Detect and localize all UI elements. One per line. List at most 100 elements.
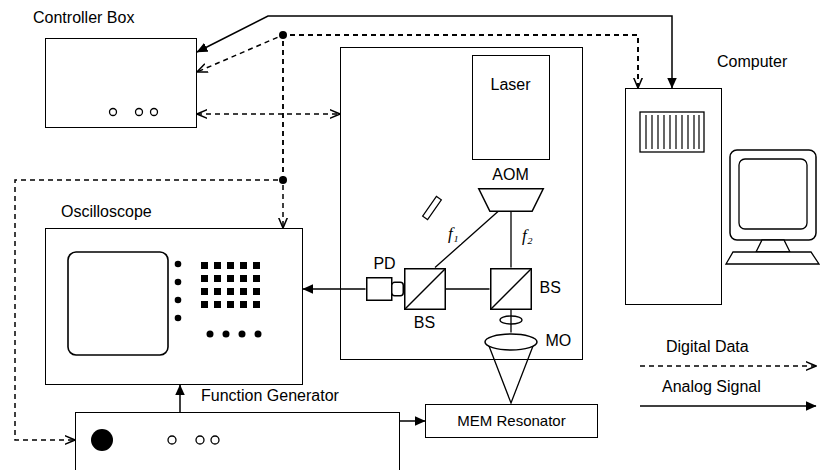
- label-holder: f₁: [446, 224, 461, 244]
- monitor: [730, 150, 816, 240]
- knob: [136, 109, 143, 116]
- objective-lens: [485, 334, 537, 350]
- function-generator: Function Generator: [75, 412, 400, 470]
- analog-signal-line: [303, 288, 366, 290]
- button-square: [201, 301, 208, 308]
- focus-cone: [489, 346, 533, 403]
- controller-box-label: Controller Box: [33, 9, 134, 27]
- knob: [196, 436, 204, 444]
- label-holder: f₂: [520, 226, 535, 246]
- controller-box: Controller Box: [45, 38, 197, 128]
- monitor-screen: [739, 159, 807, 229]
- acousto-optic-modulator-outline: [478, 188, 544, 212]
- mem-resonator: MEM Resonator: [425, 404, 598, 438]
- cube-outline: [490, 268, 531, 309]
- microscope-objective-label: MO: [546, 332, 572, 350]
- text-holder: Function Generator: [201, 387, 339, 405]
- button-square: [214, 301, 221, 308]
- text-holder: Oscilloscope: [61, 203, 152, 221]
- analog-signal-line: [400, 420, 425, 422]
- laser-beam: [510, 212, 511, 268]
- button-square: [227, 275, 234, 282]
- laser-beam: [435, 212, 498, 268]
- acousto-optic-modulator-label: AOM: [492, 166, 528, 184]
- button-square: [214, 288, 221, 295]
- text-holder: AOM: [492, 166, 528, 184]
- laser-beam: [446, 288, 490, 289]
- button-dot: [239, 331, 246, 338]
- button-square: [253, 301, 260, 308]
- detector-body: [366, 277, 391, 300]
- modulator-shape: [478, 188, 543, 211]
- knob: [168, 436, 176, 444]
- cube-outline: [404, 268, 445, 309]
- text-holder: Laser: [473, 76, 549, 94]
- button-square: [227, 262, 234, 269]
- frequency-label: f₂: [520, 226, 535, 246]
- button-dot: [175, 297, 182, 304]
- analog-signal-line: [179, 385, 181, 412]
- button-square: [240, 288, 247, 295]
- drive-panel: [640, 112, 704, 152]
- button-square: [240, 275, 247, 282]
- panel-slots: [646, 115, 699, 149]
- knob: [211, 436, 219, 444]
- button-square: [253, 288, 260, 295]
- keyboard: [726, 252, 819, 264]
- button-dot: [255, 331, 262, 338]
- knob: [151, 109, 158, 116]
- mem-resonator-label: MEM Resonator: [457, 412, 565, 429]
- button-square: [240, 301, 247, 308]
- knob: [110, 109, 117, 116]
- beam-splitter: BS: [490, 268, 532, 310]
- button-dot: [175, 261, 182, 268]
- text-holder: MEM Resonator: [426, 412, 597, 430]
- detector-window: [391, 282, 403, 295]
- mirror: [423, 196, 442, 219]
- button-square: [227, 288, 234, 295]
- acousto-optic-modulator: AOM: [478, 188, 544, 212]
- button-square: [253, 262, 260, 269]
- digital-data-line: [197, 113, 340, 115]
- frequency-label: f₁: [446, 224, 461, 244]
- text-holder: MO: [546, 332, 572, 350]
- laser-label: Laser: [490, 76, 530, 94]
- legend-label: Analog Signal: [662, 378, 761, 396]
- computer-tower-label: Computer: [717, 53, 787, 71]
- function-generator-label: Function Generator: [201, 387, 339, 405]
- digital-data-line: [15, 35, 638, 440]
- microscope-objective-outline: [484, 333, 538, 351]
- button-square: [201, 275, 208, 282]
- legend-label: Digital Data: [666, 338, 749, 356]
- cube-diagonal: [490, 268, 531, 309]
- beam-splitter-outline: [490, 268, 532, 310]
- button-square: [214, 275, 221, 282]
- legend-entry: Digital Data: [666, 338, 749, 356]
- computer-tower: Computer: [625, 88, 722, 305]
- digital-data-line: [197, 35, 638, 88]
- legend-entry: Analog Signal: [662, 378, 761, 396]
- text-holder: Computer: [717, 53, 787, 71]
- photodetector-outline: [366, 277, 404, 301]
- text-holder: PD: [373, 255, 395, 273]
- beam-splitter-outline: [404, 268, 446, 310]
- button-square: [240, 262, 247, 269]
- photodetector-label: PD: [373, 255, 395, 273]
- optical-housing: LaserAOM PD BS BS MO: [340, 47, 583, 360]
- button-square: [214, 262, 221, 269]
- digital-data-line: [283, 35, 638, 228]
- legend-sample-solid: [640, 405, 816, 407]
- microscope-objective: MO: [484, 333, 538, 351]
- button-square: [201, 288, 208, 295]
- laser-beam: [510, 310, 511, 333]
- button-dot: [223, 331, 230, 338]
- beam-splitter: BS: [404, 268, 446, 310]
- button-square: [253, 275, 260, 282]
- button-dot: [175, 315, 182, 322]
- button-square: [227, 301, 234, 308]
- monitor-stand: [756, 240, 790, 252]
- button-dot: [175, 279, 182, 286]
